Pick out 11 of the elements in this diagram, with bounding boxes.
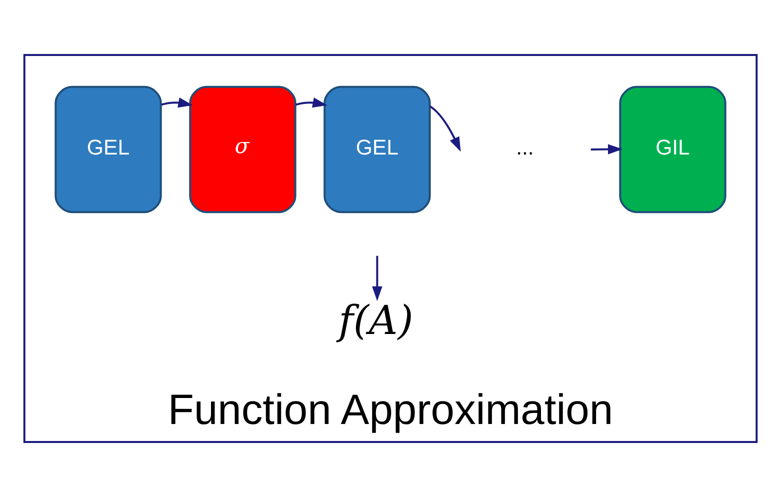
node-box: GEL	[54, 86, 162, 214]
arrow	[296, 98, 328, 108]
arrow	[590, 144, 623, 154]
label: ...	[516, 136, 534, 160]
arrow	[372, 256, 382, 302]
node-box: σ	[189, 86, 296, 214]
node-box: GIL	[619, 86, 726, 214]
arrow	[430, 105, 461, 152]
arrow	[161, 98, 193, 108]
node-text: f(A)	[338, 298, 414, 344]
node-box: GEL	[324, 86, 431, 214]
